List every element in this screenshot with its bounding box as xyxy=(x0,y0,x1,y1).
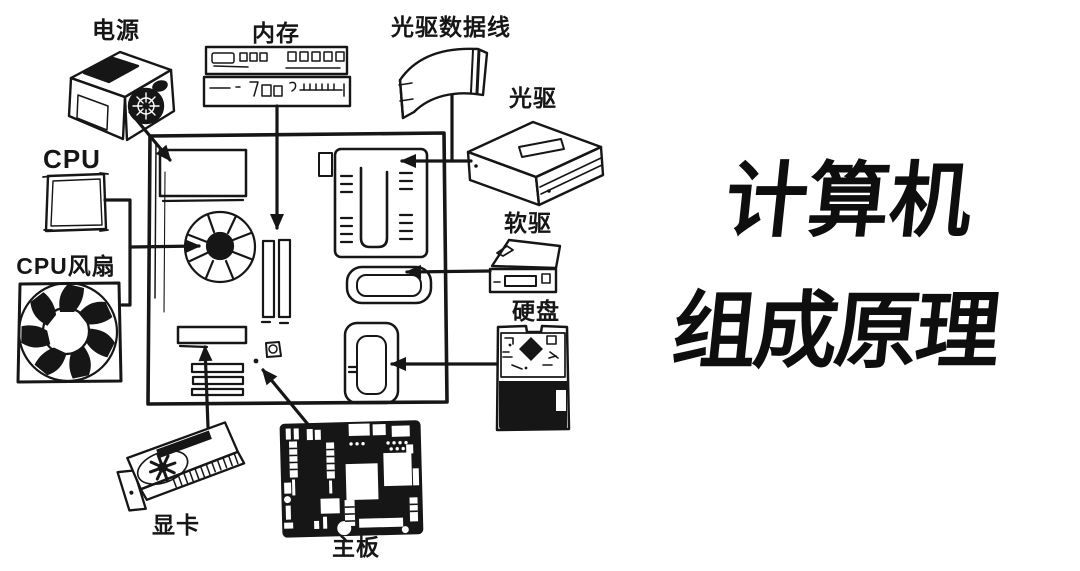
graphics-card-drawing xyxy=(116,421,246,512)
label-cpu: CPU xyxy=(43,144,101,174)
bios-chip xyxy=(265,341,282,358)
optical-cable-drawing xyxy=(398,47,489,120)
motherboard-photo-drawing xyxy=(279,420,424,538)
arrow-graphics-card xyxy=(198,345,213,429)
label-floppy-drive: 软驱 xyxy=(504,210,552,236)
link-cpu-fan xyxy=(103,198,132,307)
label-cpu-fan: CPU风扇 xyxy=(16,253,116,279)
solder-dot xyxy=(253,358,259,364)
label-graphics-card: 显卡 xyxy=(152,512,200,538)
gpu-fan-starburst-icon xyxy=(148,453,177,482)
expansion-slots xyxy=(176,325,248,397)
power-connector-area xyxy=(158,148,248,203)
memory-sticks-drawing xyxy=(202,45,352,108)
fan-blades-icon xyxy=(21,284,115,379)
label-optical-drive: 光驱 xyxy=(509,85,557,111)
hdd-connector xyxy=(343,321,400,405)
motherboard-schematic xyxy=(146,131,449,406)
title-line-2: 组成原理 xyxy=(668,283,1003,378)
arrow-motherboard xyxy=(261,368,313,430)
connection-arrows xyxy=(103,92,499,430)
poster-title: 计算机 组成原理 xyxy=(635,156,1050,378)
floppy-connector xyxy=(345,265,433,305)
power-supply-drawing xyxy=(67,50,176,142)
label-optical-cable: 光驱数据线 xyxy=(391,14,511,40)
motherboard-outline xyxy=(146,131,449,406)
gpu-gold-fingers xyxy=(171,452,239,488)
psu-fan-icon xyxy=(132,92,160,120)
label-motherboard: 主板 xyxy=(332,534,380,560)
io-port-block xyxy=(318,147,429,259)
optical-drive-drawing xyxy=(466,120,605,207)
arrow-cpu xyxy=(129,239,201,254)
title-line-1: 计算机 xyxy=(721,156,977,247)
cpu-fan-drawing xyxy=(16,281,123,384)
label-power: 电源 xyxy=(92,17,140,43)
label-hard-disk: 硬盘 xyxy=(512,298,560,324)
pcb-slot-rungs xyxy=(289,447,418,522)
floppy-drive-drawing xyxy=(488,238,562,294)
arrow-floppy xyxy=(405,264,492,279)
hard-disk-drawing xyxy=(495,324,571,432)
cpu-chip-drawing xyxy=(42,172,109,233)
label-memory: 内存 xyxy=(252,20,300,46)
ram-slots xyxy=(260,238,292,325)
